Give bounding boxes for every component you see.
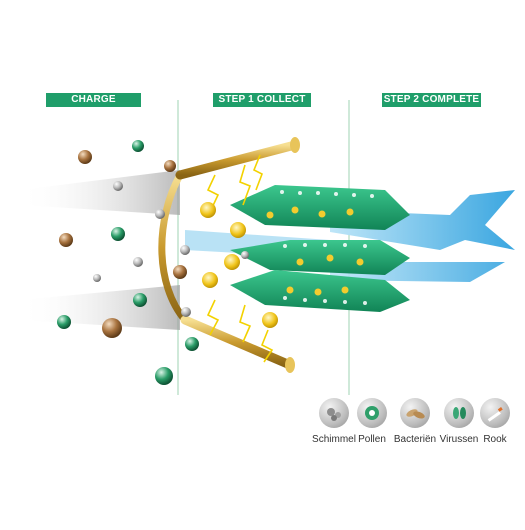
lightning-icon	[206, 154, 274, 363]
electrode-end	[285, 357, 295, 373]
incoming-air-beam	[20, 285, 180, 330]
legend-item-virus: Virussen	[437, 398, 481, 445]
bacteria-icon	[400, 398, 430, 428]
stage-label-charge: CHARGE	[46, 93, 141, 107]
captured-particles	[266, 206, 364, 296]
legend-label: Schimmel	[312, 434, 356, 445]
legend-label: Virussen	[439, 434, 479, 445]
clean-air-arrow	[330, 190, 515, 250]
electrode-end	[290, 137, 300, 153]
legend-label: Pollen	[358, 434, 386, 445]
pollen-icon	[357, 398, 387, 428]
collector-plate	[230, 185, 410, 230]
airborne-particles	[57, 140, 199, 385]
legend-item-smoke: Rook	[477, 398, 513, 445]
ionizer-electrode-arc	[158, 171, 189, 324]
virus-icon	[444, 398, 474, 428]
legend-item-bacteria: Bacteriën	[393, 398, 437, 445]
ionizer-electrode-bottom	[180, 315, 295, 370]
stage-label-collect: STEP 1 COLLECT	[213, 93, 311, 107]
smoke-icon	[480, 398, 510, 428]
legend-label: Rook	[483, 434, 507, 445]
legend-label: Bacteriën	[393, 434, 437, 445]
ionizer-electrode-top	[175, 140, 300, 180]
stage-label-complete: STEP 2 COMPLETE	[382, 93, 481, 107]
charged-particles	[180, 202, 278, 328]
mold-icon	[319, 398, 349, 428]
legend-item-pollen: Pollen	[354, 398, 390, 445]
incoming-air-beam	[20, 170, 180, 215]
legend-item-mold: Schimmel	[309, 398, 359, 445]
collector-plate	[230, 240, 410, 275]
plate-dots	[280, 190, 374, 305]
